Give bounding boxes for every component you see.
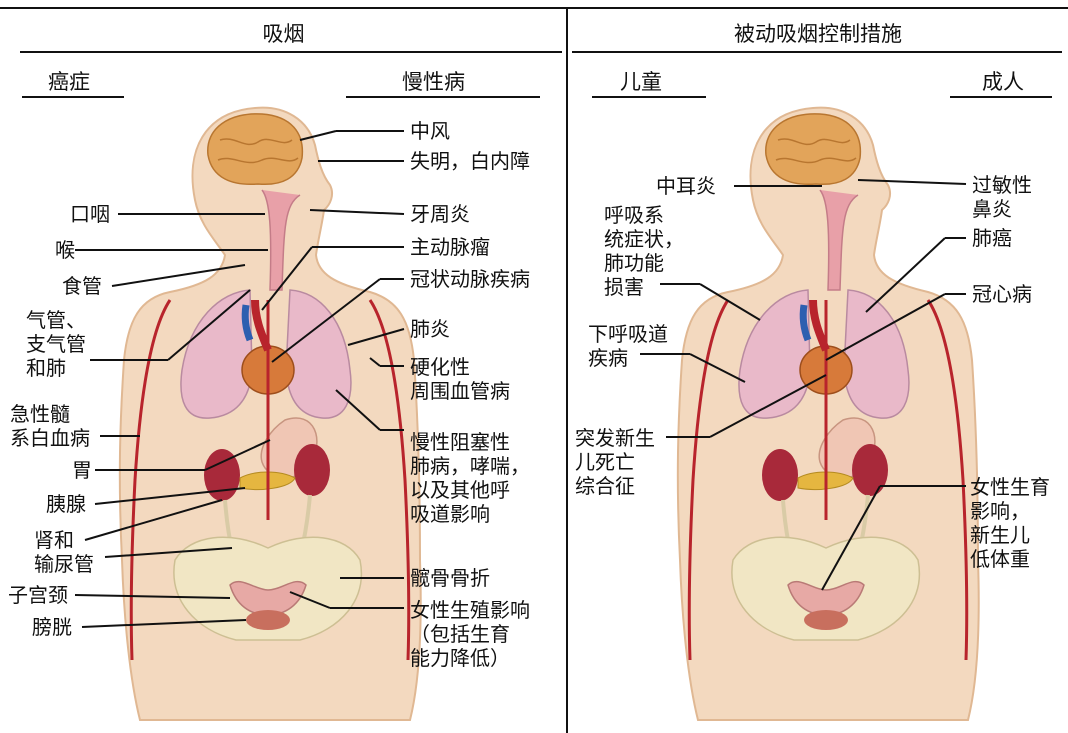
label-blindness: 失明，白内障 bbox=[410, 150, 530, 172]
label-lung-cancer: 肺癌 bbox=[972, 227, 1012, 249]
label-otitis: 中耳炎 bbox=[656, 175, 716, 197]
label-reproductive-passive: 女性生育 影响， 新生儿 低体重 bbox=[970, 475, 1050, 571]
label-trachea-lung: 气管、 支气管 和肺 bbox=[26, 308, 86, 380]
label-cervix: 子宫颈 bbox=[8, 584, 68, 606]
label-reproductive-smoking: 女性生殖影响 （包括生育 能力降低） bbox=[410, 598, 530, 670]
label-aortic-aneurysm: 主动脉瘤 bbox=[410, 236, 490, 258]
label-copd: 慢性阻塞性 肺病，哮喘， 以及其他呼 吸道影响 bbox=[410, 430, 530, 526]
label-sids: 突发新生 儿死亡 综合征 bbox=[575, 426, 655, 498]
adults-subheader: 成人 bbox=[982, 66, 1024, 96]
label-bladder: 膀胱 bbox=[32, 616, 72, 638]
label-coronary: 冠状动脉疾病 bbox=[410, 268, 530, 290]
label-nasal-irritation: 过敏性 鼻炎 bbox=[972, 173, 1032, 221]
cancer-subheader: 癌症 bbox=[48, 66, 90, 96]
label-stomach: 胃 bbox=[72, 459, 92, 481]
label-pancreas: 胰腺 bbox=[46, 493, 86, 515]
passive-body-figure bbox=[678, 108, 979, 720]
passive-smoking-header: 被动吸烟控制措施 bbox=[568, 18, 1068, 48]
label-pneumonia: 肺炎 bbox=[410, 318, 450, 340]
chronic-disease-subheader: 慢性病 bbox=[402, 66, 465, 96]
label-kidney-ureter: 肾和 输尿管 bbox=[34, 528, 94, 576]
label-peripheral-vascular: 硬化性 周围血管病 bbox=[410, 355, 510, 403]
label-larynx: 喉 bbox=[55, 239, 75, 261]
children-subheader: 儿童 bbox=[620, 66, 662, 96]
label-hip-fracture: 髋骨骨折 bbox=[410, 567, 490, 589]
label-lower-respiratory: 下呼吸道 疾病 bbox=[588, 322, 668, 370]
label-periodontitis: 牙周炎 bbox=[410, 203, 470, 225]
label-leukemia: 急性髓 系白血病 bbox=[10, 402, 90, 450]
label-stroke: 中风 bbox=[410, 120, 450, 142]
smoking-header: 吸烟 bbox=[0, 18, 567, 48]
label-coronary-heart-disease: 冠心病 bbox=[972, 283, 1032, 305]
label-mouth-throat: 口咽 bbox=[70, 203, 110, 225]
smoking-body-figure bbox=[120, 108, 421, 720]
label-respiratory-symptoms: 呼吸系 统症状， 肺功能 损害 bbox=[604, 203, 684, 299]
label-esophagus: 食管 bbox=[62, 275, 102, 297]
